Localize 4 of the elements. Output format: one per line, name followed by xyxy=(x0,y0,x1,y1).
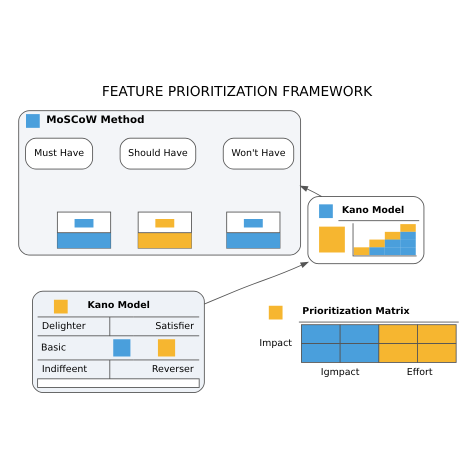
node-label: Igmpact xyxy=(320,367,360,378)
diagram-title: FEATURE PRIORITIZATION FRAMEWORK xyxy=(102,84,372,100)
node-label: Effort xyxy=(406,367,433,378)
node-label: Impact xyxy=(259,338,292,349)
